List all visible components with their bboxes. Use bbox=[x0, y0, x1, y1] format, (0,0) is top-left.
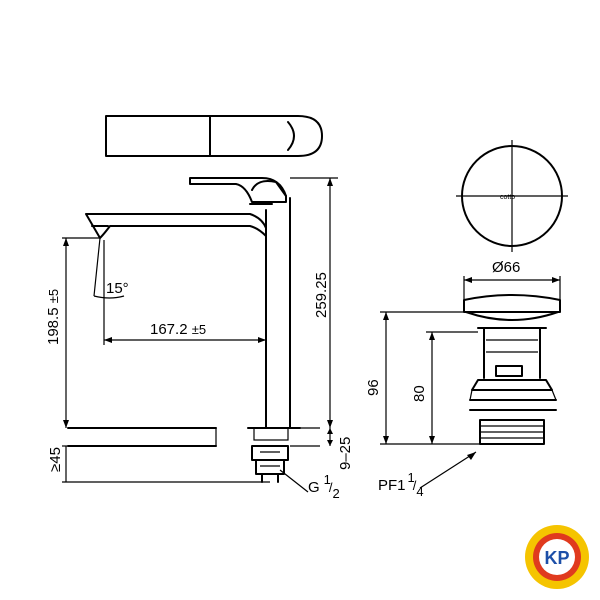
drain-diameter-label: Ø66 bbox=[492, 259, 520, 276]
spout-height-label: 198.5 ±5 bbox=[45, 289, 62, 345]
brand-logo: KP bbox=[525, 525, 589, 589]
drain-side-view bbox=[463, 294, 561, 445]
drain-dimension-lines bbox=[380, 276, 561, 489]
faucet-height-label: 259.25 bbox=[313, 272, 330, 318]
faucet-side-view bbox=[67, 177, 320, 483]
logo-core bbox=[539, 539, 575, 575]
deck-range-label: 9–25 bbox=[337, 437, 354, 470]
drain-height-label: 96 bbox=[365, 379, 382, 396]
drain-body-height-label: 80 bbox=[411, 385, 428, 402]
drain-top-view bbox=[456, 140, 568, 252]
spout-reach-label: 167.2 ±5 bbox=[150, 321, 206, 338]
faucet-dimension-lines bbox=[62, 177, 338, 493]
drain-cap-text: cotto bbox=[500, 194, 515, 201]
spout-angle-label: 15° bbox=[106, 280, 129, 297]
deck-thickness-label: ≥45 bbox=[47, 447, 64, 472]
faucet-top-view bbox=[105, 115, 323, 157]
logo-text: KP bbox=[544, 548, 569, 568]
